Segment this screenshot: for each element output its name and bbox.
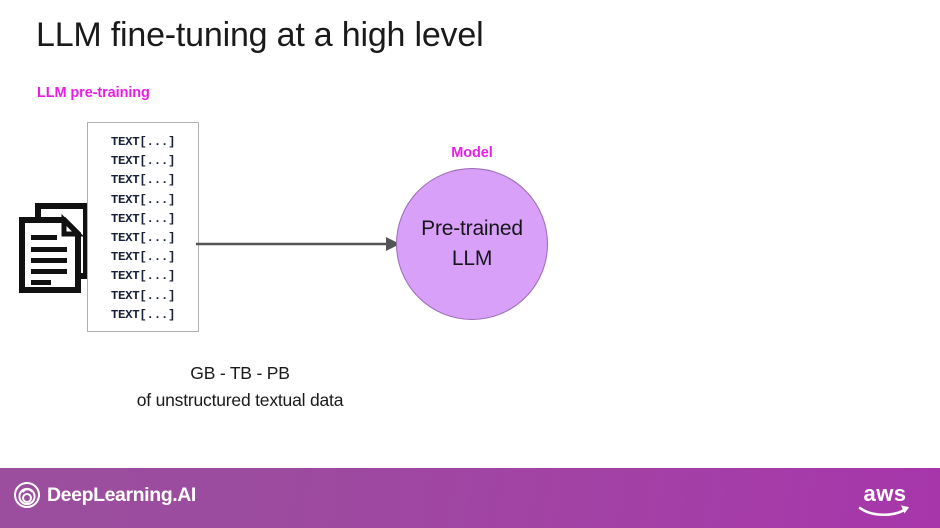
corpus-line: TEXT[...] [110, 135, 176, 149]
brand-wordmark: DeepLearning.AI [47, 483, 196, 506]
svg-text:aws: aws [863, 481, 906, 506]
corpus-text-box: TEXT[...] TEXT[...] TEXT[...] TEXT[...] … [87, 122, 199, 332]
model-label: Model [451, 145, 493, 161]
corpus-line: TEXT[...] [110, 192, 176, 207]
corpus-line: TEXT[...] [110, 154, 176, 169]
model-circle-line1: Pre-trained [421, 217, 523, 240]
footer-bar: DeepLearning.AI aws [0, 468, 940, 528]
brand-deeplearning-ai: DeepLearning.AI [14, 482, 196, 508]
corpus-line: TEXT[...] [110, 288, 176, 303]
corpus-line: TEXT[...] [110, 250, 176, 265]
corpus-caption-line2: of unstructured textual data [136, 390, 344, 410]
deeplearning-spiral-icon [14, 482, 40, 508]
section-label-pretraining: LLM pre-training [37, 85, 150, 101]
corpus-line: TEXT[...] [110, 211, 176, 226]
aws-logo: aws [854, 481, 916, 519]
page-title: LLM fine-tuning at a high level [36, 16, 484, 54]
model-circle-line2: LLM [451, 247, 493, 270]
documents-icon [18, 202, 90, 294]
corpus-line: TEXT[...] [110, 269, 176, 284]
corpus-line: TEXT[...] [110, 231, 176, 246]
corpus-caption: GB - TB - PB of unstructured textual dat… [60, 360, 420, 414]
pre-trained-llm-node: Pre-trained LLM [396, 168, 548, 320]
corpus-line: TEXT[...] [110, 307, 176, 322]
corpus-line: TEXT[...] [110, 173, 176, 188]
corpus-caption-line1: GB - TB - PB [190, 363, 290, 383]
flow-arrow [196, 232, 402, 256]
